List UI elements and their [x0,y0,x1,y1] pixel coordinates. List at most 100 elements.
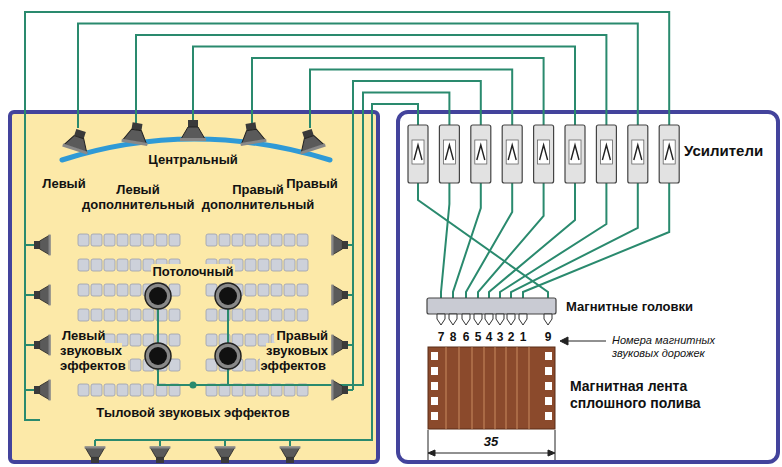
seat [284,284,295,296]
seat [104,384,115,396]
wire [511,183,638,298]
seat [117,309,128,321]
amplifier-symbol [540,145,548,160]
track-number-box: 9 [542,330,554,345]
speaker [62,126,93,154]
speaker-rim [150,446,171,448]
speaker [331,285,348,306]
dimension-arrow [428,450,435,456]
speaker [331,235,348,256]
speaker [180,120,206,141]
speaker [215,446,236,463]
wire [418,183,548,298]
part-label-box: Магнитные головки [566,299,716,314]
seat [232,309,243,321]
seat [297,284,308,296]
speaker-label-box: Левый [34,176,94,191]
track-stripe [506,347,507,429]
seat [130,234,141,246]
speaker-label-box: Левый дополнительный [82,182,194,212]
speaker-cone [40,235,50,254]
speaker-cone [40,335,50,354]
wire [158,93,449,386]
amplifier-box [534,125,554,183]
speaker-cone [333,235,343,254]
amplifier-box [502,125,522,183]
seat [169,234,180,246]
amplifier-box [628,125,648,183]
ceiling-speaker-cone [149,287,167,305]
wire [25,244,35,246]
speaker-rim [62,144,88,155]
amplifier-window [475,140,487,164]
speaker-rim [48,380,50,401]
amplifier-box [471,125,491,183]
amplifier-box [439,125,459,183]
speaker [121,121,150,146]
seat [271,259,282,271]
seat [271,309,282,321]
speaker-label: Потолочный [151,264,236,279]
speaker-label: Правый звуковых эффектов [260,328,328,373]
perforation [545,412,552,420]
note-box: Номера магнитных звуковых дорожек [612,334,732,360]
ceiling-speaker [215,283,241,309]
panel-label: Усилители [684,142,763,159]
ceiling-speaker-rim [145,343,171,369]
seat [117,259,128,271]
track-number: 1 [520,330,527,344]
speaker-magnet [221,457,229,463]
speaker-cone [333,335,343,354]
speaker-rim [331,335,333,356]
track-number-box: 5 [472,330,484,345]
seat [271,234,282,246]
seat [130,334,141,346]
seat [169,334,180,346]
dimension-box: 35 [476,434,506,449]
seat [297,234,308,246]
ceiling-speaker-cone [219,287,237,305]
track-number: 5 [475,330,482,344]
perforation [431,367,438,375]
seat [245,259,256,271]
seat [245,359,256,371]
amplifier-symbol [445,145,453,160]
track-number: 7 [438,330,445,344]
seat [258,284,269,296]
perforation [545,382,552,390]
speaker-rim [215,446,236,448]
magnetic-head [437,314,445,325]
seat [130,284,141,296]
track-number-box: 6 [460,330,472,345]
seat [284,259,295,271]
seat [284,234,295,246]
seat [156,234,167,246]
seat [91,259,102,271]
wire [136,35,606,128]
speaker-cone [333,380,343,399]
speaker-label-box: Правый [284,176,340,191]
perforation [545,352,552,360]
head-block [427,298,556,314]
wire [441,183,449,298]
speaker-magnet [34,291,40,299]
track-number: 8 [450,330,457,344]
amplifier-window [600,140,612,164]
speaker-rim [48,335,50,356]
note: Номера магнитных звуковых дорожек [612,334,715,359]
speaker-rim [180,138,206,141]
wire [224,440,226,446]
perforation [545,367,552,375]
dimension-arrow [548,450,555,456]
speaker [238,121,267,146]
track-number: 4 [486,330,493,344]
speaker-rim [280,446,301,448]
seat [91,234,102,246]
amplifier-symbol [571,145,579,160]
amplifier-window [506,140,518,164]
speaker-rim [240,139,266,146]
wire [289,440,291,446]
amplifier-box [596,125,616,183]
wire [453,183,481,298]
